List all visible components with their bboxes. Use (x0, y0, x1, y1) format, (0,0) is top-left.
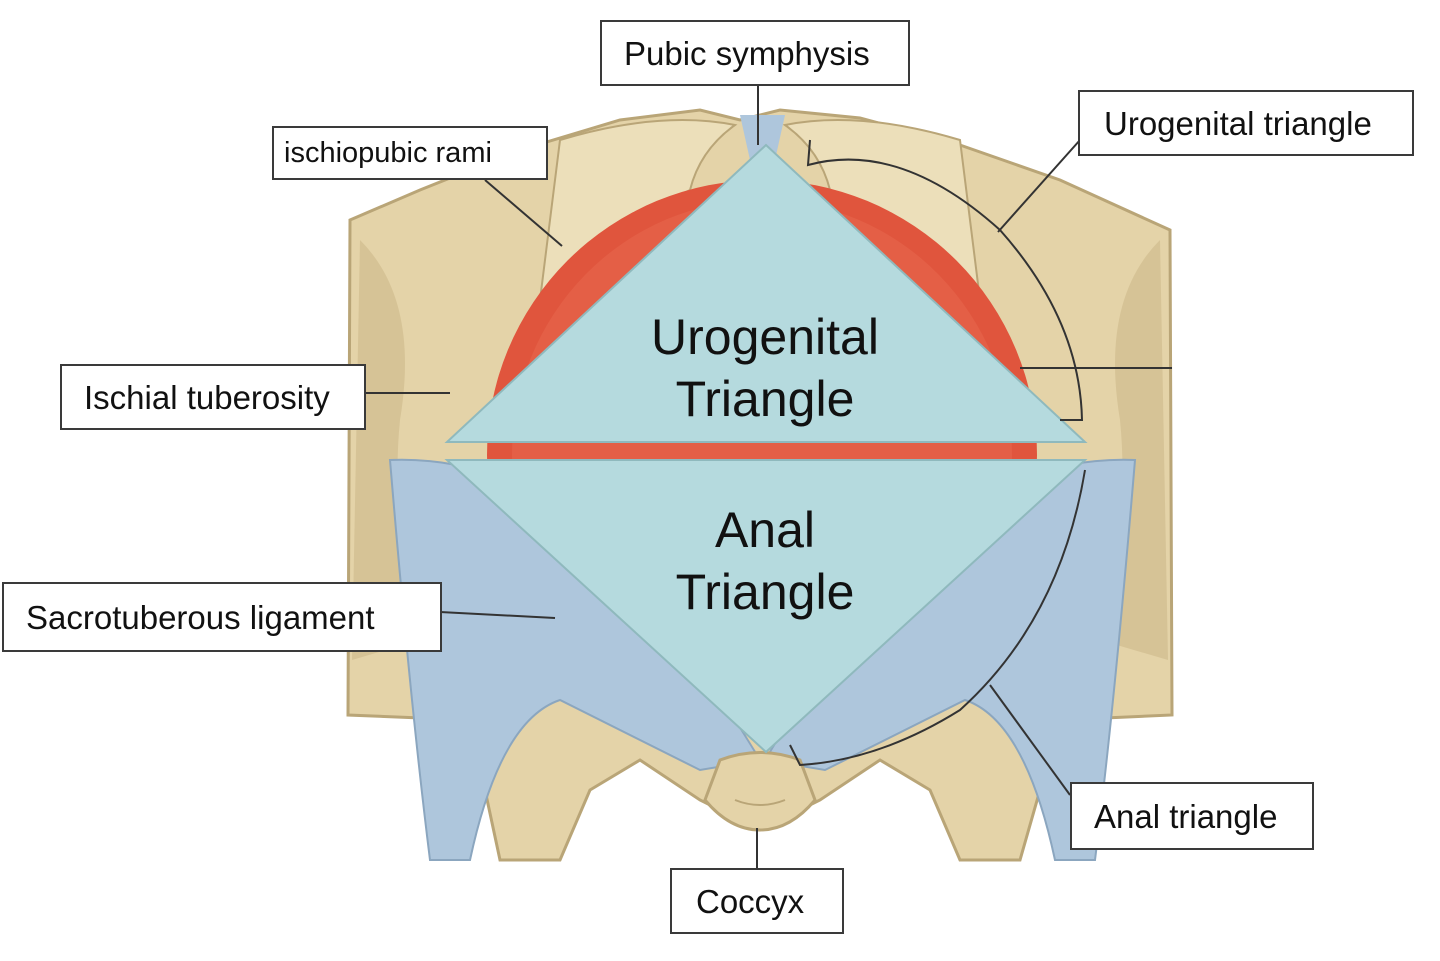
label-anal-triangle: Anal triangle (1070, 782, 1314, 850)
label-pubic-symphysis: Pubic symphysis (600, 20, 910, 86)
anal-triangle-title-line2: Triangle (675, 564, 855, 620)
label-ischial-tuberosity: Ischial tuberosity (60, 364, 366, 430)
anal-triangle-title: Anal Triangle (600, 505, 930, 617)
urogenital-triangle-shape (444, 143, 1088, 443)
pubic-symphysis-ligament (740, 115, 785, 160)
label-sacrotuberous-ligament: Sacrotuberous ligament (2, 582, 442, 652)
anal-triangle-outline (789, 469, 1086, 767)
leader-anal-triangle (989, 684, 1071, 796)
coccyx-segment (734, 799, 786, 806)
anal-triangle-title-line1: Anal (714, 502, 816, 558)
coccyx-bone (703, 751, 817, 832)
urogenital-triangle-title-line2: Triangle (675, 371, 855, 427)
leader-ischiopubic-rami (484, 179, 563, 247)
leader-urogenital-triangle (997, 139, 1081, 233)
urogenital-triangle-title-line1: Urogenital (651, 309, 879, 365)
label-urogenital-triangle: Urogenital triangle (1078, 90, 1414, 156)
label-ischiopubic-rami: ischiopubic rami (272, 126, 548, 180)
leader-sacrotuberous-ligament (439, 611, 556, 619)
label-coccyx: Coccyx (670, 868, 844, 934)
anal-triangle-shape (444, 459, 1088, 754)
urogenital-triangle-title: Urogenital Triangle (600, 312, 930, 424)
